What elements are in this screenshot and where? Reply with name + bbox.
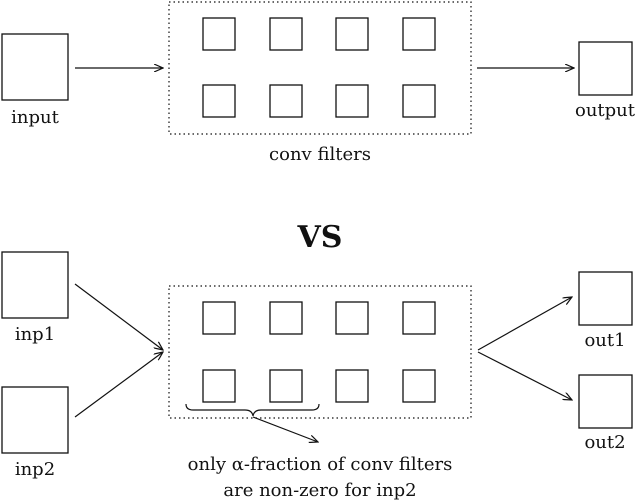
conv-filter [402, 17, 436, 51]
conv-filter [202, 84, 236, 118]
output1-box [578, 271, 633, 326]
input1-box [1, 251, 69, 319]
conv-filter [202, 17, 236, 51]
conv-filter [202, 301, 236, 335]
conv-filter [202, 369, 236, 403]
filters-to-output2-arrow [477, 351, 572, 400]
conv-filter [269, 301, 303, 335]
annotation-line-2: are non-zero for inp2 [223, 480, 416, 501]
conv-filters-group [168, 1, 472, 135]
bottom-diagram: inp1 inp2 out1 out2 only α-fraction of c… [1, 251, 633, 501]
top-diagram: input conv filters output [1, 1, 636, 165]
brace-annotation-arrow [252, 416, 318, 442]
input2-to-filters-arrow [74, 352, 163, 418]
input1-to-filters-arrow [74, 283, 163, 350]
conv-filter [402, 369, 436, 403]
input2-label: inp2 [15, 459, 55, 480]
conv-filter-grid [202, 17, 436, 118]
input-label: input [11, 107, 59, 128]
conv-filter [335, 369, 369, 403]
conv-filter [269, 369, 303, 403]
conv-filter [269, 84, 303, 118]
output2-label: out2 [584, 432, 625, 453]
conv-filter [335, 84, 369, 118]
conv-filter [269, 17, 303, 51]
output2-box [578, 374, 633, 429]
conv-filter [335, 301, 369, 335]
conv-filter [402, 301, 436, 335]
input-box [1, 33, 69, 101]
filters-to-output1-arrow [477, 297, 572, 351]
alpha-fraction-brace [185, 403, 320, 417]
conv-filters-label: conv filters [269, 144, 371, 165]
input1-label: inp1 [15, 324, 55, 345]
conv-filters-group-bottom [168, 285, 472, 419]
annotation-line-1: only α-fraction of conv filters [188, 454, 453, 475]
output-box [578, 41, 633, 96]
vs-label: VS [297, 220, 343, 255]
conv-filter-grid-bottom [202, 301, 436, 403]
conv-filter [402, 84, 436, 118]
output-label: output [575, 100, 636, 121]
output1-label: out1 [584, 330, 625, 351]
input2-box [1, 386, 69, 454]
conv-filter [335, 17, 369, 51]
